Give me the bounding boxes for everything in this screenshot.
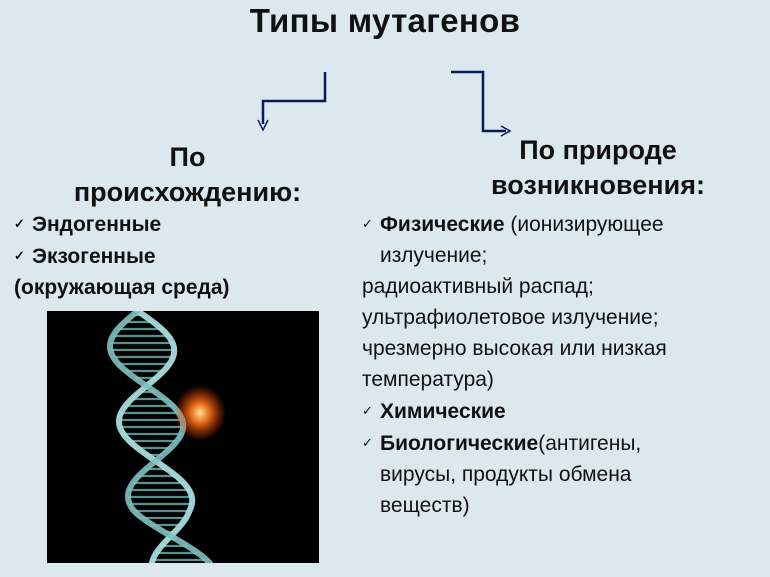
dna-image [47, 311, 319, 563]
mutation-glow [174, 385, 226, 441]
check-icon: ✓ [362, 403, 373, 418]
nature-heading: По природе возникновения: [491, 135, 705, 200]
chemical-label: Химические [380, 400, 506, 423]
list-item: ✓Физические (ионизирующее [362, 208, 667, 240]
check-icon: ✓ [362, 216, 373, 231]
right-arrow [451, 70, 512, 137]
check-icon: ✓ [14, 216, 25, 231]
nature-list: ✓Физические (ионизирующее излучение; рад… [362, 208, 667, 521]
check-icon: ✓ [362, 435, 373, 450]
check-icon: ✓ [14, 248, 25, 263]
page-title: Типы мутагенов [249, 2, 521, 39]
left-arrow [257, 72, 327, 132]
list-item: ✓ Химические [362, 395, 667, 427]
list-item: ✓Биологические(антигены, [362, 427, 667, 459]
origin-list: ✓Эндогенные ✓Экзогенные (окружающая сред… [14, 208, 230, 303]
biological-label: Биологические [380, 432, 539, 455]
physical-label: Физические [380, 213, 505, 236]
origin-heading: По происхождению: [73, 142, 302, 207]
list-item: ✓Эндогенные [14, 208, 230, 240]
list-item: ✓Экзогенные [14, 240, 230, 272]
environment-note: (окружающая среда) [14, 276, 230, 299]
